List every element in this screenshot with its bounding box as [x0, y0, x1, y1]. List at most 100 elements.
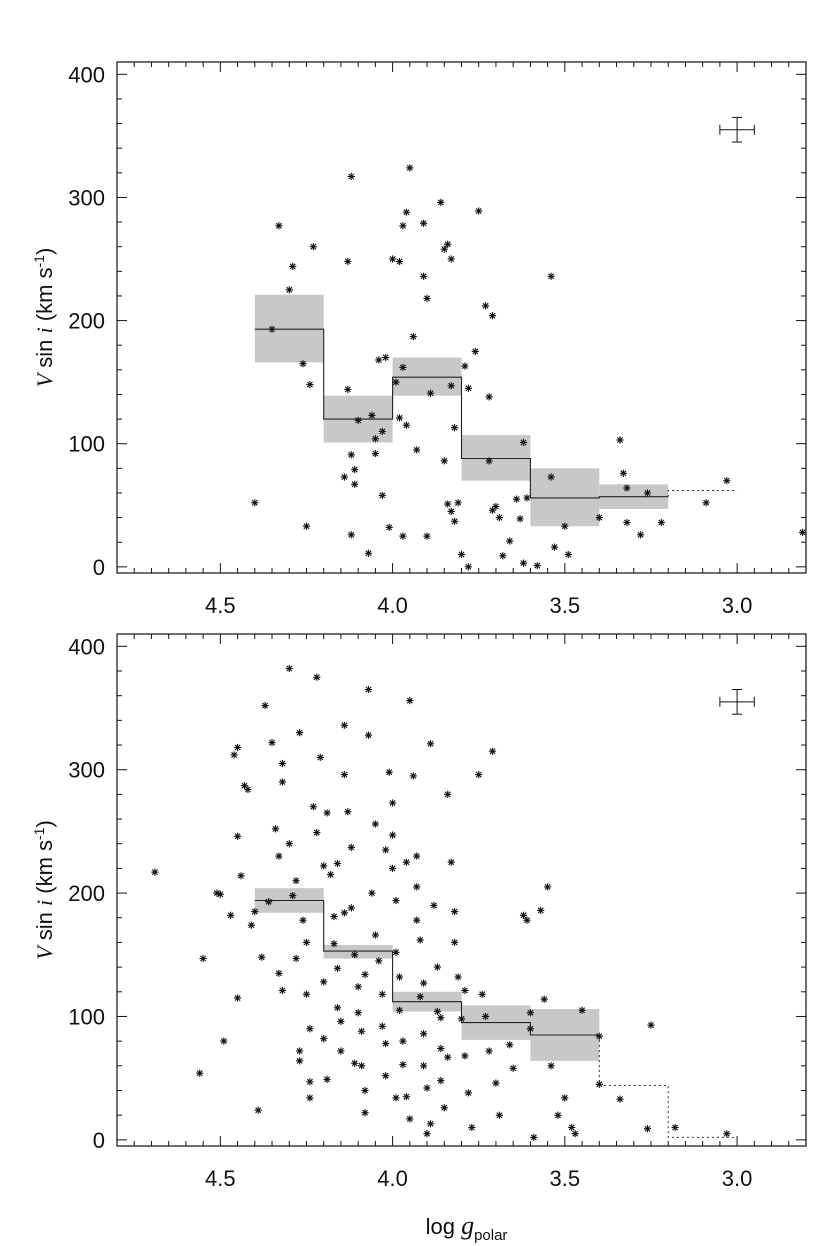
data-point [488, 747, 497, 755]
data-point [451, 907, 459, 916]
y-tick-label: 200 [68, 309, 105, 334]
data-point [323, 1075, 331, 1084]
data-point [385, 768, 393, 776]
data-point [595, 513, 603, 522]
data-point [358, 1027, 366, 1035]
data-point [392, 378, 400, 386]
data-point [440, 245, 448, 253]
data-point [306, 1078, 314, 1086]
data-point [444, 240, 452, 248]
data-point [437, 1044, 445, 1053]
data-point [309, 803, 317, 811]
y-axis-label-unit: (km s [32, 267, 57, 327]
data-point [385, 523, 393, 532]
data-point [457, 1015, 466, 1023]
data-point [306, 1094, 314, 1102]
data-point [344, 257, 352, 266]
data-point [361, 1109, 369, 1117]
y-axis-label-sup: -1 [31, 255, 47, 268]
data-point [430, 901, 438, 910]
plot-frame [116, 633, 807, 1147]
data-point [299, 360, 307, 368]
data-point [333, 859, 342, 868]
data-point [440, 457, 448, 465]
data-point [399, 363, 407, 371]
data-point [399, 222, 407, 230]
data-point [234, 994, 242, 1002]
data-point [375, 356, 383, 364]
data-point [444, 1053, 452, 1061]
data-point [271, 825, 280, 833]
dotted-extension [667, 490, 738, 497]
data-point [426, 389, 435, 397]
data-point [723, 1130, 731, 1138]
data-point [351, 480, 359, 488]
data-point [437, 198, 445, 206]
data-point [420, 979, 428, 987]
data-point [420, 1062, 428, 1070]
data-point [309, 243, 317, 251]
data-point [475, 770, 483, 779]
y-tick-label: 400 [68, 634, 105, 659]
data-point [392, 948, 400, 956]
data-point [244, 785, 252, 794]
data-point [247, 921, 255, 929]
data-point [358, 1062, 366, 1070]
data-point [464, 563, 472, 571]
data-point [251, 907, 259, 916]
data-point [320, 978, 328, 986]
data-point [354, 416, 362, 424]
data-point [196, 1069, 204, 1077]
data-point [657, 518, 665, 527]
data-point [623, 484, 631, 492]
data-point [320, 1035, 328, 1043]
data-point [516, 515, 524, 523]
data-point [306, 381, 314, 389]
data-point [454, 973, 462, 981]
data-points [251, 164, 807, 571]
data-point [623, 518, 631, 527]
data-point [554, 1111, 562, 1119]
data-point [251, 499, 259, 507]
data-point [402, 1093, 410, 1101]
y-axis-label: V sin i (km s-1) [31, 820, 57, 960]
data-point [289, 262, 297, 270]
data-point [533, 561, 541, 570]
y-axis-label-sin: sin [32, 906, 57, 946]
confidence-band [461, 435, 531, 481]
data-point [413, 883, 421, 891]
y-axis-label-i: i [32, 327, 57, 333]
data-point [337, 1017, 345, 1026]
confidence-band [392, 357, 462, 396]
data-point [327, 870, 335, 879]
data-point [296, 729, 304, 737]
data-point [375, 957, 383, 965]
data-point [330, 912, 338, 921]
data-point [444, 500, 452, 508]
data-point [485, 1047, 493, 1055]
data-point [361, 970, 369, 979]
data-point [220, 1037, 228, 1045]
data-point [313, 673, 321, 681]
y-tick-label: 100 [68, 432, 105, 457]
data-point [420, 1030, 428, 1038]
y-tick-label: 300 [68, 758, 105, 783]
data-point [382, 846, 390, 854]
x-tick-label: 4.5 [205, 593, 236, 618]
data-point [482, 302, 490, 310]
data-point [265, 898, 273, 906]
data-point [378, 1022, 386, 1030]
y-axis-label-v: V [32, 371, 57, 387]
data-point [333, 964, 342, 972]
data-point [671, 1123, 679, 1132]
data-point [519, 911, 528, 919]
y-axis-label-close: ) [32, 820, 57, 827]
data-point [371, 435, 379, 443]
data-point [354, 983, 362, 991]
data-point [323, 809, 331, 817]
y-axis-label-sin: sin [32, 333, 57, 373]
data-point [616, 436, 624, 444]
data-point [406, 164, 414, 172]
